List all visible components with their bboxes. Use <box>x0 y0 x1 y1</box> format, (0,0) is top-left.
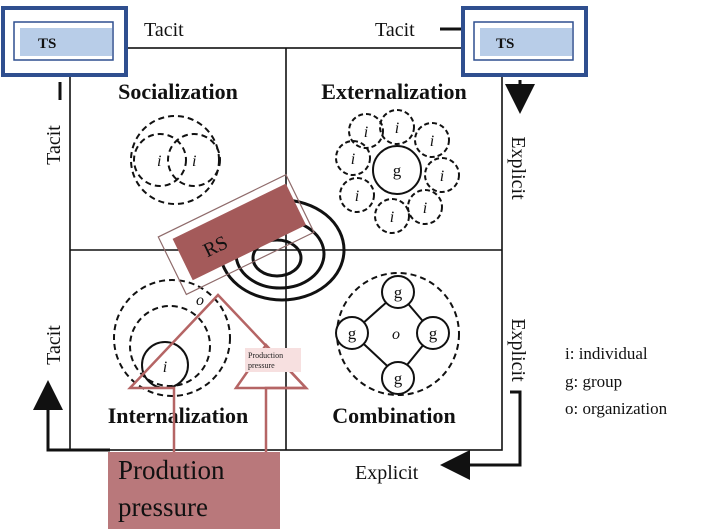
group-letter: g <box>394 283 403 302</box>
group-letter: g <box>348 324 357 343</box>
small-arrow-label-line1: Production <box>248 351 283 360</box>
organization-ring <box>113 279 231 397</box>
left-upper-tacit-label: Tacit <box>43 125 65 165</box>
group-circle <box>372 145 422 195</box>
small-arrow-label-box <box>245 348 301 372</box>
individual-letter: i <box>351 151 355 168</box>
legend: i: individual g: group o: organization <box>565 344 668 418</box>
socialization-outer-ring <box>130 115 220 205</box>
group-letter: g <box>394 369 403 388</box>
group-letter: g <box>393 161 402 180</box>
group-ring <box>129 305 211 387</box>
large-pressure-arrow <box>127 293 309 460</box>
individual-letter: i <box>440 168 444 185</box>
individual-circle <box>414 122 450 158</box>
individual-circle <box>424 157 460 193</box>
individual-letter: i <box>395 120 399 137</box>
spiral-ring <box>251 238 303 278</box>
production-pressure-line2: pressure <box>118 492 208 522</box>
top-left-tacit-label: Tacit <box>144 19 184 41</box>
cycle-arrows <box>33 27 535 480</box>
rs-band-fill <box>172 183 306 281</box>
rs-band: RS <box>157 173 315 296</box>
individual-letter: i <box>423 200 427 217</box>
internalization-title: Internalization <box>108 403 249 428</box>
group-letter: g <box>429 324 438 343</box>
right-upper-explicit-label: Explicit <box>507 136 529 200</box>
pressure-arrows <box>127 293 309 460</box>
individual-circle <box>407 189 443 225</box>
socialization-individuals <box>130 115 221 205</box>
individual-circle <box>339 177 375 213</box>
production-pressure-box <box>108 452 280 529</box>
bottom-left-up-arrow <box>33 380 110 452</box>
ts-badge-right: TS <box>461 6 588 77</box>
individual-circle <box>374 198 410 234</box>
combination-title: Combination <box>332 403 455 428</box>
individual-letter: i <box>192 153 196 170</box>
individual-letter: i <box>430 133 434 150</box>
legend-group: g: group <box>565 372 622 391</box>
quadrant-grid <box>69 47 503 451</box>
bottom-explicit-label: Explicit <box>355 462 419 484</box>
individual-letter: i <box>364 124 368 141</box>
ts-badge-left: TS <box>1 6 128 77</box>
individual-circle <box>335 140 371 176</box>
ts-badge-right-label: TS <box>496 36 514 52</box>
legend-individual: i: individual <box>565 344 648 363</box>
individual-letter: i <box>157 153 161 170</box>
small-arrow-label-line2: pressure <box>248 361 275 370</box>
legend-organization: o: organization <box>565 399 668 418</box>
right-lower-explicit-label: Explicit <box>507 318 529 382</box>
individual-letter: i <box>355 188 359 205</box>
left-lower-tacit-label: Tacit <box>43 325 65 365</box>
organization-letter: o <box>196 292 204 309</box>
individual-letter: i <box>390 209 394 226</box>
group-circle <box>381 275 415 309</box>
combination-network <box>335 272 460 396</box>
group-circle <box>335 316 369 350</box>
individual-circle <box>379 109 415 145</box>
organization-letter: o <box>392 326 400 343</box>
individual-circle <box>167 133 221 187</box>
externalization-cluster <box>335 109 460 234</box>
individual-letter: i <box>163 359 167 376</box>
group-circle <box>381 361 415 395</box>
ts-badge-left-fill <box>20 28 112 56</box>
socialization-title: Socialization <box>118 79 238 104</box>
production-pressure-line1: Prodution <box>118 455 225 485</box>
ts-badge-right-fill <box>480 28 572 56</box>
internalization-rings <box>113 279 231 397</box>
ts-badge-left-label: TS <box>38 36 56 52</box>
individual-circle <box>348 113 384 149</box>
top-right-tacit-label: Tacit <box>375 19 415 41</box>
rs-band-outline <box>157 173 315 296</box>
externalization-title: Externalization <box>321 79 466 104</box>
group-circle <box>416 316 450 350</box>
individual-circle <box>133 133 187 187</box>
bottom-right-return-arrow <box>440 390 522 480</box>
